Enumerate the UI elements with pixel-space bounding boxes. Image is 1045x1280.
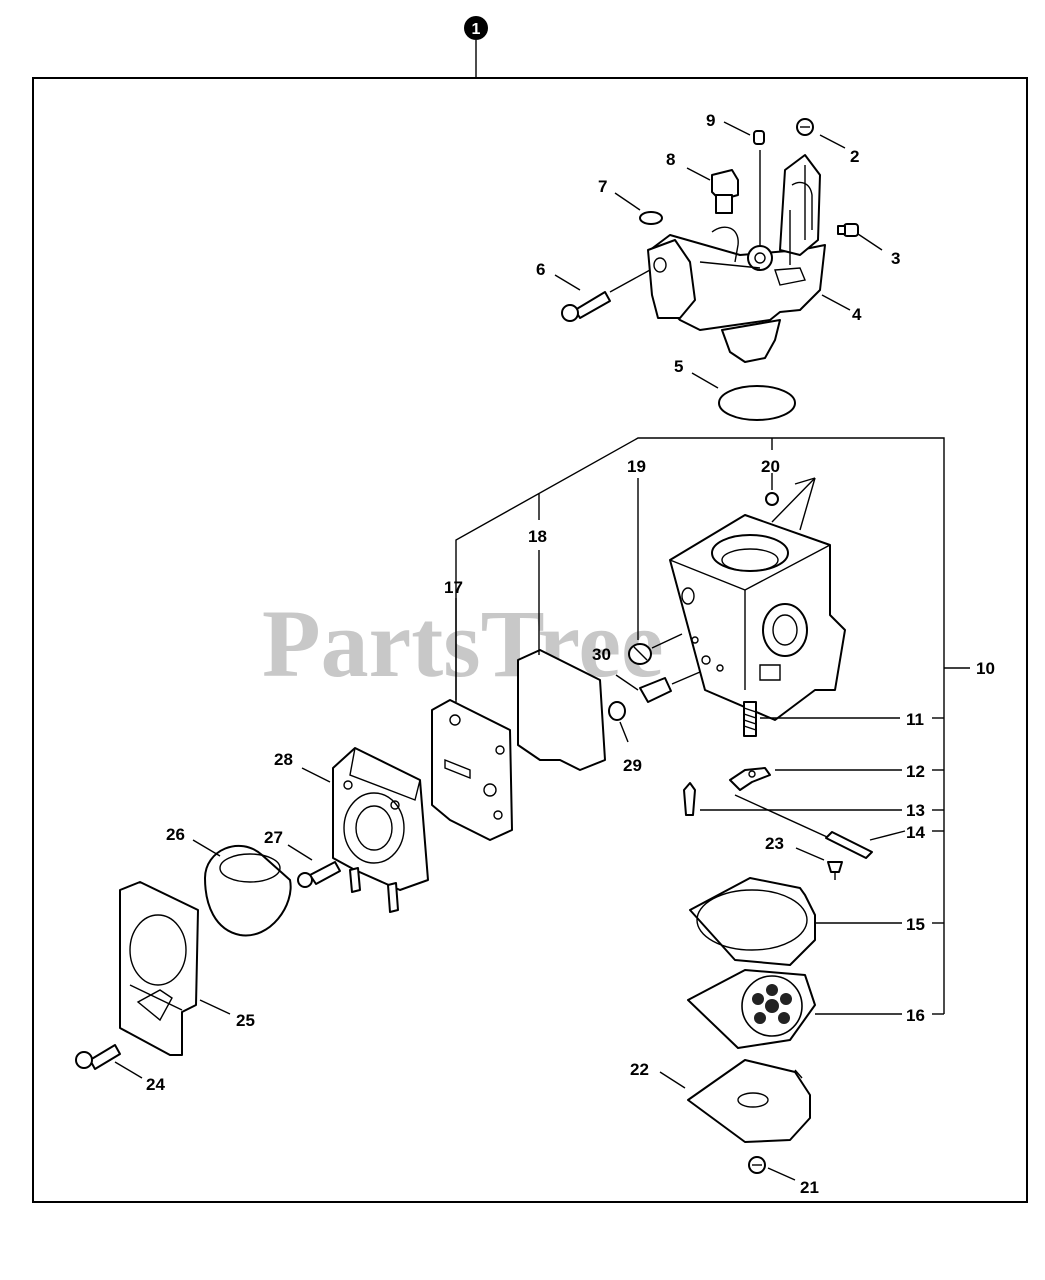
- screw-part-30: [639, 671, 701, 703]
- callout-12: 12: [906, 762, 925, 781]
- needle-part-13: [683, 782, 696, 816]
- spring-part-11: [743, 701, 757, 737]
- callout-11: 11: [906, 710, 924, 729]
- callout-7: 7: [598, 177, 607, 196]
- callout-5: 5: [674, 357, 683, 376]
- callout-24: 24: [146, 1075, 165, 1094]
- callout-19: 19: [627, 457, 646, 476]
- callout-8: 8: [666, 150, 675, 169]
- callout-25: 25: [236, 1011, 255, 1030]
- callout-6: 6: [536, 260, 545, 279]
- callout-16: 16: [906, 1006, 925, 1025]
- callout-9: 9: [706, 111, 715, 130]
- callout-13: 13: [906, 801, 925, 820]
- assembly-number: 1: [472, 21, 481, 38]
- plate-part-25: [119, 881, 199, 1056]
- screw-part-24: [75, 1044, 121, 1070]
- callout-2: 2: [850, 147, 859, 166]
- callout-30: 30: [592, 645, 611, 664]
- screw-part-2: [796, 118, 814, 136]
- screw-part-6: [561, 291, 611, 322]
- gasket-part-15: [689, 877, 816, 966]
- callout-27: 27: [264, 828, 283, 847]
- callout-28: 28: [274, 750, 293, 769]
- callout-3: 3: [891, 249, 900, 268]
- callout-22: 22: [630, 1060, 649, 1079]
- plug-part-20: [765, 492, 779, 506]
- callout-20: 20: [761, 457, 780, 476]
- pin-part-14: [825, 831, 873, 859]
- callout-10: 10: [976, 659, 995, 678]
- clip-part-7: [639, 211, 663, 225]
- gasket-part-17: [431, 699, 513, 841]
- plug-part-9: [753, 130, 765, 145]
- primer-bulb-part-26: [204, 844, 292, 937]
- cover-part-22: [687, 1059, 811, 1143]
- screen-part-19: [628, 643, 652, 665]
- callout-14: 14: [906, 823, 925, 842]
- plug-part-29: [608, 701, 626, 721]
- lever-part-12: [729, 767, 771, 791]
- diaphragm-part-16: [687, 969, 816, 1049]
- gasket-part-5: [718, 385, 796, 421]
- carburetor-body-part-10: [669, 477, 846, 721]
- callout-4: 4: [852, 305, 862, 324]
- callout-15: 15: [906, 915, 925, 934]
- callout-29: 29: [623, 756, 642, 775]
- screw-part-23: [827, 861, 843, 880]
- pump-body-part-28: [332, 747, 429, 913]
- callout-17: 17: [444, 578, 463, 597]
- screw-part-3: [837, 223, 859, 237]
- gasket-part-18: [517, 649, 606, 771]
- callout-26: 26: [166, 825, 185, 844]
- diagram-frame: [32, 77, 1028, 1203]
- watermark: PartsTree: [262, 590, 664, 697]
- callout-23: 23: [765, 834, 784, 853]
- callout-21: 21: [800, 1178, 819, 1197]
- throttle-body-part-4: [647, 150, 826, 363]
- assembly-number-badge: 1: [464, 16, 488, 40]
- callout-18: 18: [528, 527, 547, 546]
- knob-part-8: [711, 169, 739, 214]
- screw-part-27: [297, 861, 341, 888]
- screw-part-21: [748, 1156, 766, 1174]
